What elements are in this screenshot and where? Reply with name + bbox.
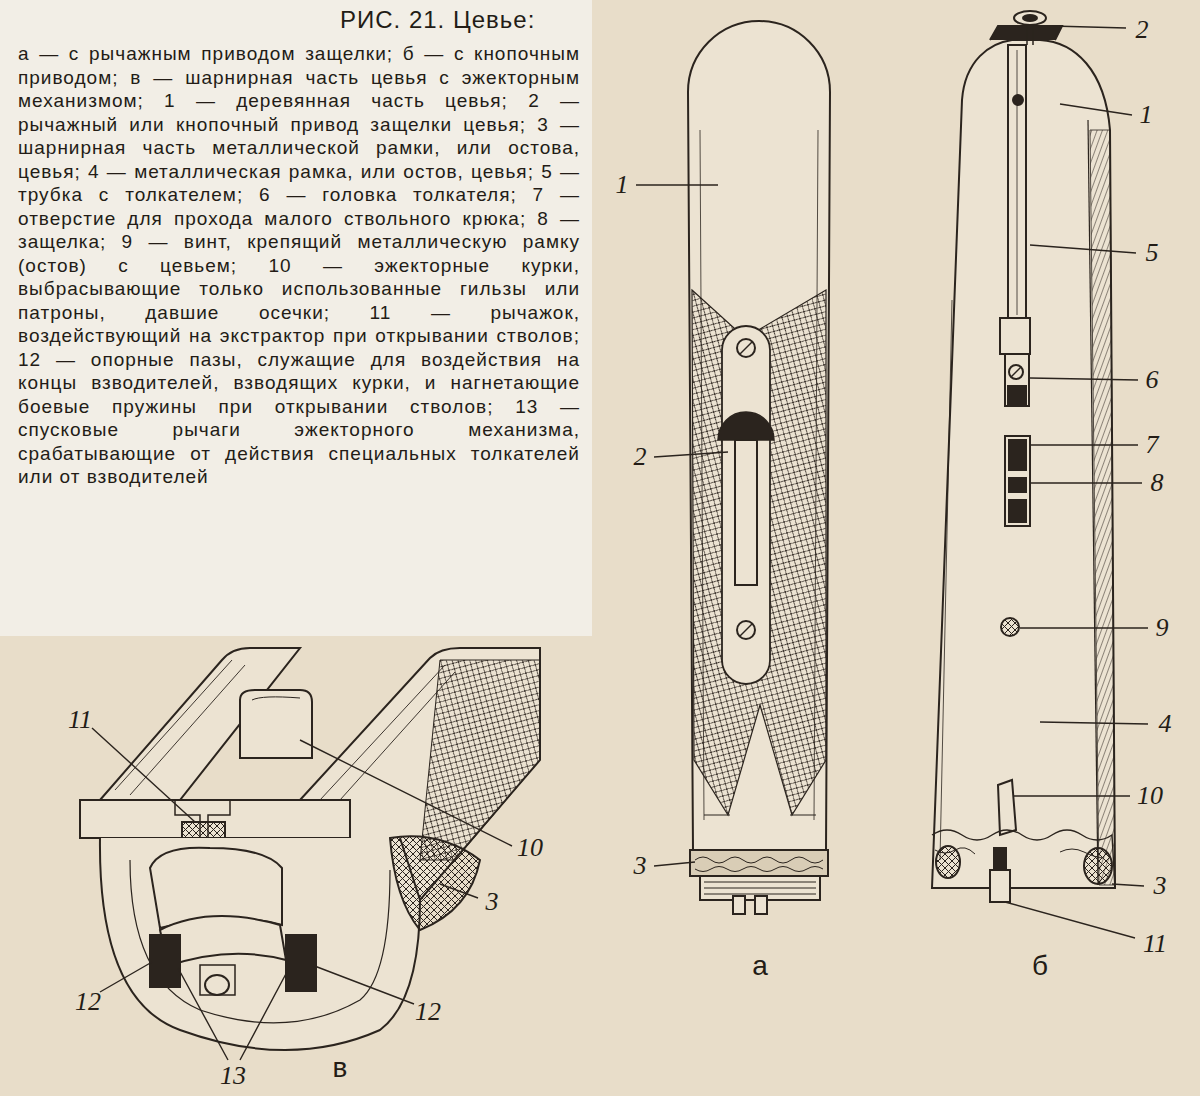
figure-letter: а [752,952,768,980]
callout-number: 12 [415,999,441,1025]
callout-number: 11 [68,707,92,733]
callout-number: 9 [1156,615,1169,641]
text-panel [0,0,592,636]
callout-number: 1 [1140,102,1153,128]
callout-number: 1 [616,172,629,198]
callout-number: 12 [75,989,101,1015]
callout-number: 7 [1146,432,1159,458]
callout-number: 2 [634,444,647,470]
callout-number: 3 [634,853,647,879]
callout-number: 10 [1137,783,1163,809]
figure-legend-text: а — с рычажным приводом защелки; б — с к… [18,42,580,489]
callout-number: 4 [1159,711,1172,737]
figure-letter: б [1032,952,1048,980]
forend-front-view [636,21,830,914]
figure-title: РИС. 21. Цевье: [340,6,535,34]
callout-number: 5 [1146,240,1159,266]
callout-number: 13 [220,1063,246,1089]
forend-side-view [932,11,1148,938]
callout-number: 8 [1151,470,1164,496]
callout-number: 2 [1136,17,1149,43]
callout-number: 3 [486,889,499,915]
callout-number: 3 [1154,873,1167,899]
figure-letter: в [333,1054,348,1082]
callout-number: 6 [1146,367,1159,393]
hinge-ejector-view [80,648,540,1060]
callout-number: 10 [517,835,543,861]
callout-number: 11 [1143,931,1167,957]
